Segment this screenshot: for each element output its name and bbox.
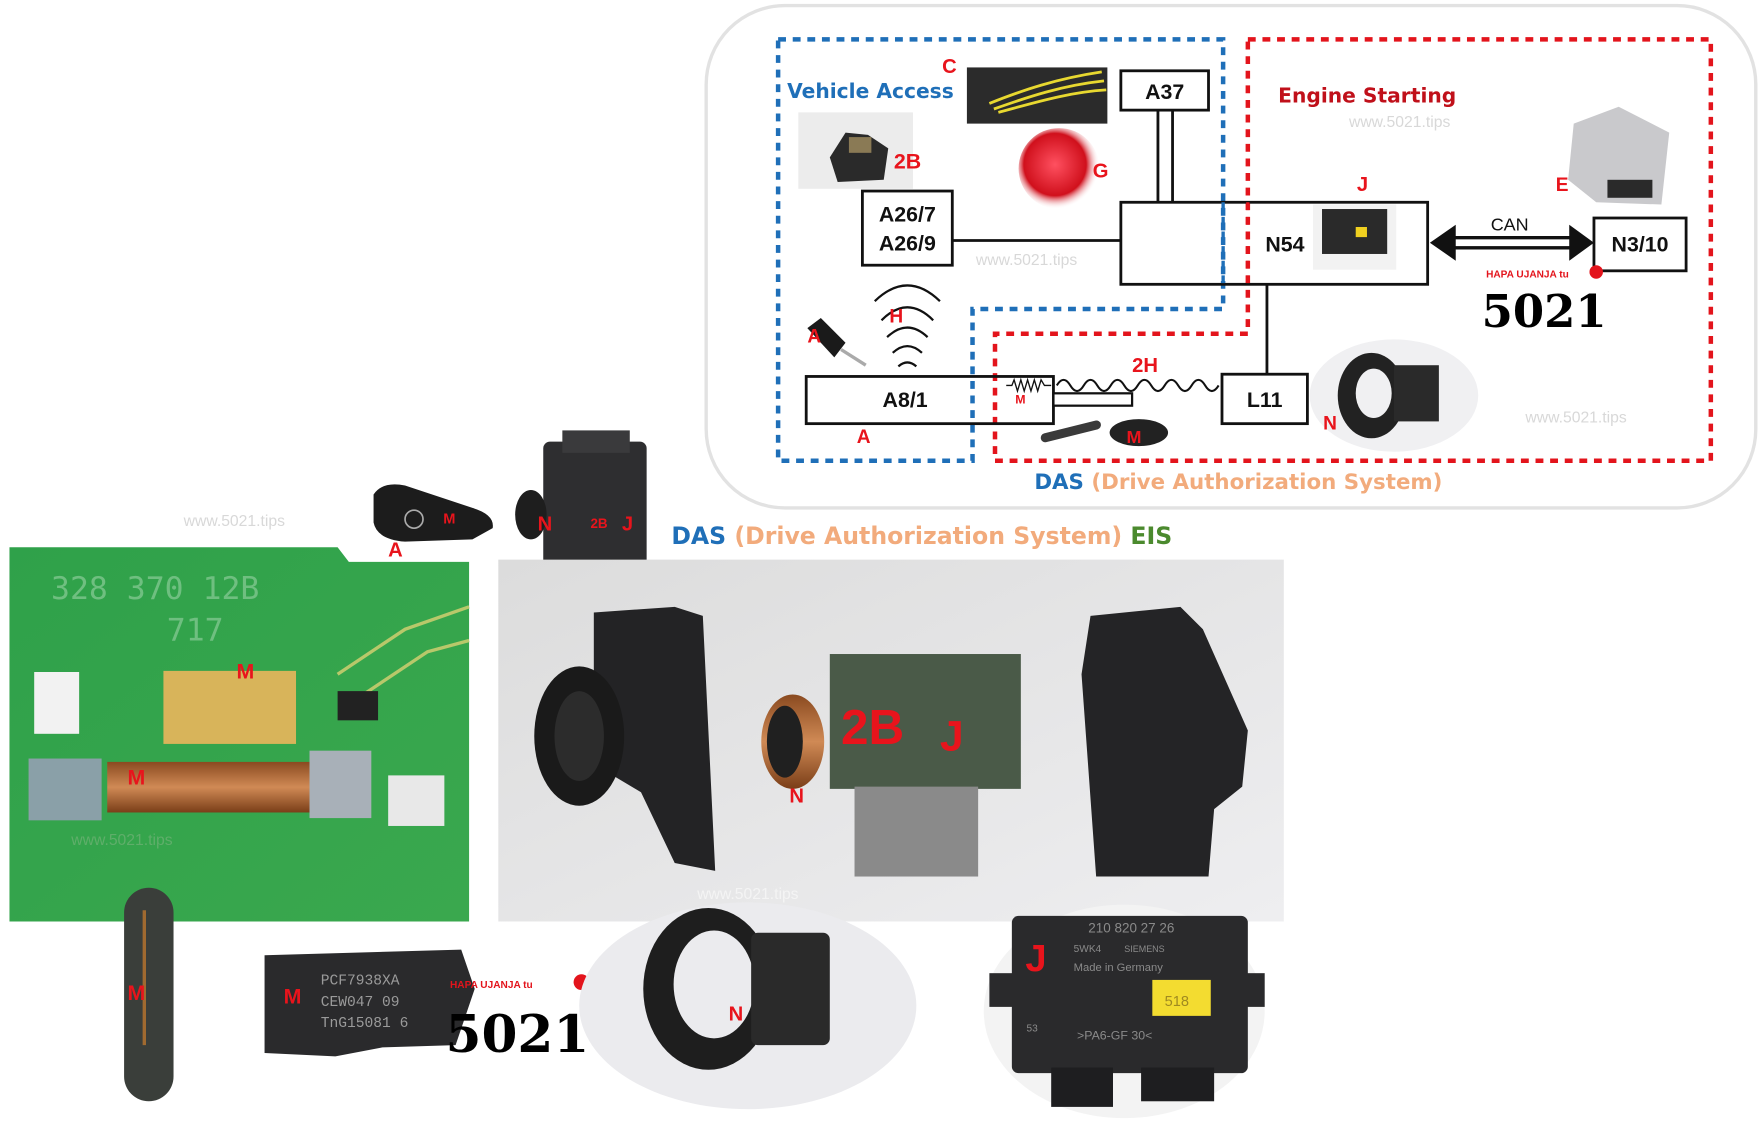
label-2b: 2B [894, 150, 921, 174]
eis-label-2b: 2B [590, 516, 607, 531]
box-n3-10-label: N3/10 [1612, 233, 1669, 257]
pcf-chip-photo: PCF7938XA CEW047 09 TnG15081 6 [264, 949, 475, 1057]
module-code: 5WK4 [1074, 944, 1102, 955]
n54-module-photo-large: 210 820 27 26 5WK4 SIEMENS Made in Germa… [983, 904, 1265, 1119]
module-made: Made in Germany [1074, 962, 1164, 974]
eis-disassembled-photo: www.5021.tips [498, 559, 1284, 922]
engine-starting-title: Engine Starting [1278, 83, 1456, 107]
caption-das: DAS [671, 522, 726, 550]
box-a37-label: A37 [1145, 80, 1184, 104]
antenna-ring-photo [1309, 339, 1479, 452]
logo-tagline: HAPA UJANJA tu [1486, 270, 1569, 281]
pcb-print-1: 328 370 12B [51, 571, 259, 607]
module-label-j: J [1025, 937, 1046, 980]
module-part-number: 210 820 27 26 [1088, 921, 1174, 936]
label-m-chip: M [1126, 427, 1141, 447]
caption-full: (Drive Authorization System) [734, 522, 1122, 550]
watermark: www.5021.tips [70, 832, 172, 849]
ring-label-n: N [729, 1003, 744, 1025]
box-a26-line2: A26/9 [879, 232, 936, 256]
caption-full: (Drive Authorization System) [1091, 470, 1442, 495]
rf-waves-icon [873, 284, 941, 368]
pcb-label-m1: M [236, 660, 254, 684]
diagram-panel [704, 3, 1758, 510]
box-n54 [1119, 200, 1430, 286]
logo-tagline: HAPA UJANJA tu [450, 980, 533, 991]
label-c: C [942, 56, 957, 78]
module-sticker: 518 [1165, 994, 1189, 1010]
pcb-print-2: 717 [167, 613, 224, 649]
box-a26 [860, 189, 954, 267]
main-label-j: J [940, 713, 964, 761]
diagram-caption: DAS (Drive Authorization System) [1034, 470, 1442, 495]
label-h: H [889, 307, 903, 328]
n54-module-photo [1313, 204, 1397, 270]
caption-eis: EIS [1130, 522, 1172, 550]
caption-das: DAS [1034, 470, 1084, 495]
watermark: www.5021.tips [183, 513, 285, 530]
label-m-spring: M [1015, 392, 1025, 406]
box-n54-label: N54 [1265, 233, 1304, 257]
eis-label-j: J [622, 513, 633, 535]
pcb-label-m2: M [127, 765, 145, 789]
eis-unit-photo [515, 430, 647, 583]
label-a-box: A [857, 427, 871, 448]
label-a-key: A [807, 327, 821, 348]
logo-number: 5021 [1482, 285, 1607, 338]
can-bus-arrow [1429, 224, 1594, 261]
eis-label-n: N [538, 513, 553, 535]
box-n3-10 [1592, 216, 1688, 273]
box-l11 [1220, 372, 1309, 426]
main-label-2b: 2B [841, 700, 904, 755]
module-brand: SIEMENS [1124, 944, 1164, 954]
engine-ecu-photo [1568, 106, 1670, 205]
alarm-siren-photo [1018, 128, 1100, 210]
watermark: www.5021.tips [975, 252, 1077, 269]
key-pcb-photo: 328 370 12B 717 www.5021.tips [9, 547, 470, 922]
chip-line-2: CEW047 09 [321, 995, 400, 1011]
fob-label-a: A [388, 539, 403, 561]
key-fob-photo [373, 484, 493, 542]
watermark: www.5021.tips [696, 886, 798, 903]
vehicle-access-region [775, 37, 1226, 463]
coil-spring-icon [1006, 377, 1052, 394]
label-e: E [1556, 175, 1569, 196]
label-g: G [1093, 161, 1109, 183]
can-label: CAN [1491, 214, 1529, 234]
box-a26-line1: A26/7 [879, 202, 936, 226]
main-label-n: N [789, 785, 804, 807]
steering-lock-photo [798, 112, 913, 189]
label-j: J [1357, 174, 1368, 196]
brand-logo: HAPA UJANJA tu 5021 [445, 974, 589, 1065]
engine-starting-region [992, 37, 1714, 463]
label-n: N [1323, 413, 1337, 434]
transponder-photo [1040, 419, 1169, 447]
brand-logo: HAPA UJANJA tu 5021 [1482, 265, 1607, 338]
chip-line-3: TnG15081 6 [321, 1016, 409, 1032]
module-num: 53 [1026, 1024, 1038, 1035]
control-unit-photo [966, 67, 1108, 124]
watermark: www.5021.tips [1524, 410, 1626, 427]
glass-label-m: M [127, 981, 145, 1005]
antenna-ring-photo-large [579, 902, 917, 1110]
photos-caption: DAS (Drive Authorization System) EIS [671, 522, 1172, 550]
chip-line-1: PCF7938XA [321, 973, 400, 989]
chip-label-m: M [284, 985, 302, 1009]
glass-transponder-photo [124, 887, 174, 1102]
box-l11-label: L11 [1247, 388, 1283, 412]
fob-label-m: M [443, 512, 455, 528]
module-material: >PA6-GF 30< [1077, 1028, 1152, 1042]
box-a8-1-label: A8/1 [883, 388, 928, 412]
key-photo [807, 318, 867, 367]
watermark: www.5021.tips [1348, 114, 1450, 131]
vehicle-access-title: Vehicle Access [787, 79, 954, 103]
box-a37 [1119, 69, 1210, 112]
logo-number: 5021 [445, 1004, 589, 1065]
induction-wave-icon [1055, 378, 1220, 393]
label-2h: 2H [1132, 355, 1158, 377]
